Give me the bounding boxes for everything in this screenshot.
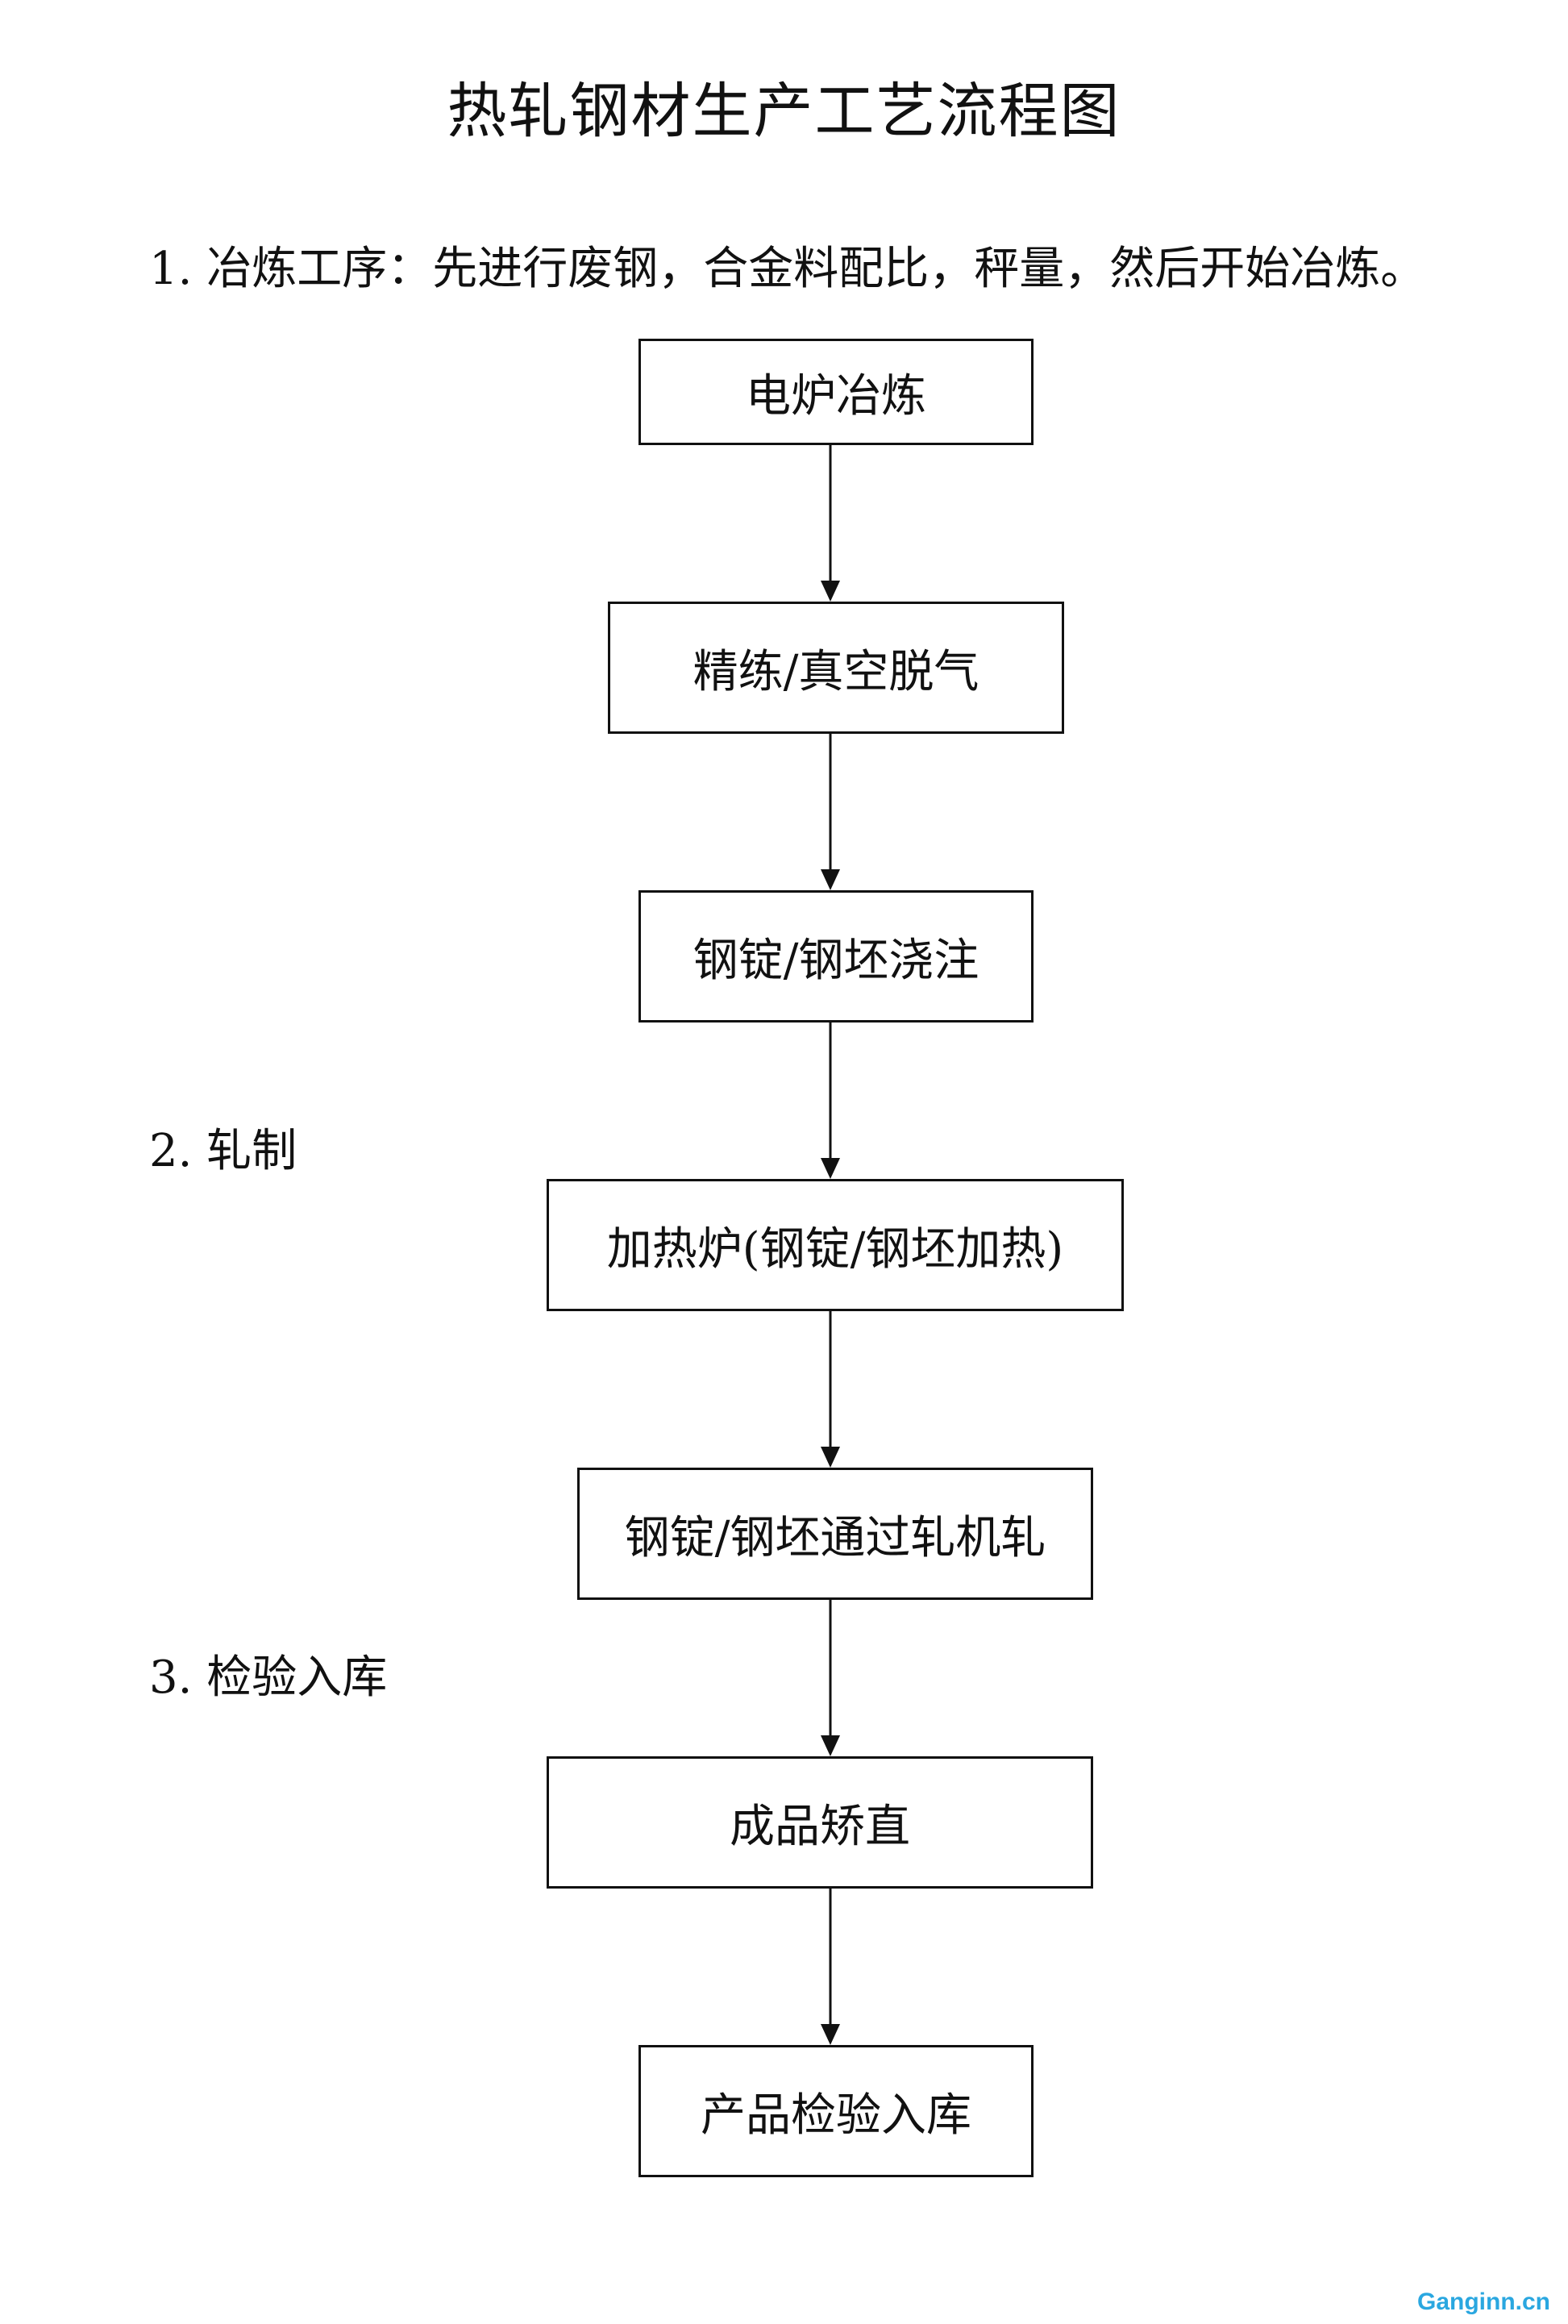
arrowhead-4-5 — [821, 1447, 840, 1468]
section-rolling: 2. 轧制 — [149, 1125, 297, 1177]
page-title: 热轧钢材生产工艺流程图 — [447, 77, 1121, 146]
arrowhead-6-7 — [821, 2024, 840, 2045]
step-rolling-mill: 钢锭/钢坯通过轧机轧 — [577, 1468, 1093, 1600]
arrowhead-1-2 — [821, 581, 840, 602]
section-inspection: 3. 检验入库 — [149, 1651, 388, 1704]
arrowhead-5-6 — [821, 1735, 840, 1756]
watermark: Ganginn.cn — [1417, 2289, 1550, 2315]
arrowhead-2-3 — [821, 869, 840, 890]
step-product-straightening: 成品矫直 — [547, 1756, 1093, 1889]
section-smelting: 1. 冶炼工序：先进行废钢，合金料配比，秤量，然后开始冶炼。 — [149, 243, 1426, 295]
step-reheating-furnace: 加热炉(钢锭/钢坯加热) — [547, 1179, 1124, 1311]
step-refining-vacuum-degassing: 精练/真空脱气 — [608, 602, 1064, 734]
step-inspection-warehousing: 产品检验入库 — [638, 2045, 1034, 2177]
step-electric-furnace-smelting: 电炉冶炼 — [638, 339, 1034, 445]
step-ingot-billet-casting: 钢锭/钢坯浇注 — [638, 890, 1034, 1022]
arrowhead-3-4 — [821, 1158, 840, 1179]
